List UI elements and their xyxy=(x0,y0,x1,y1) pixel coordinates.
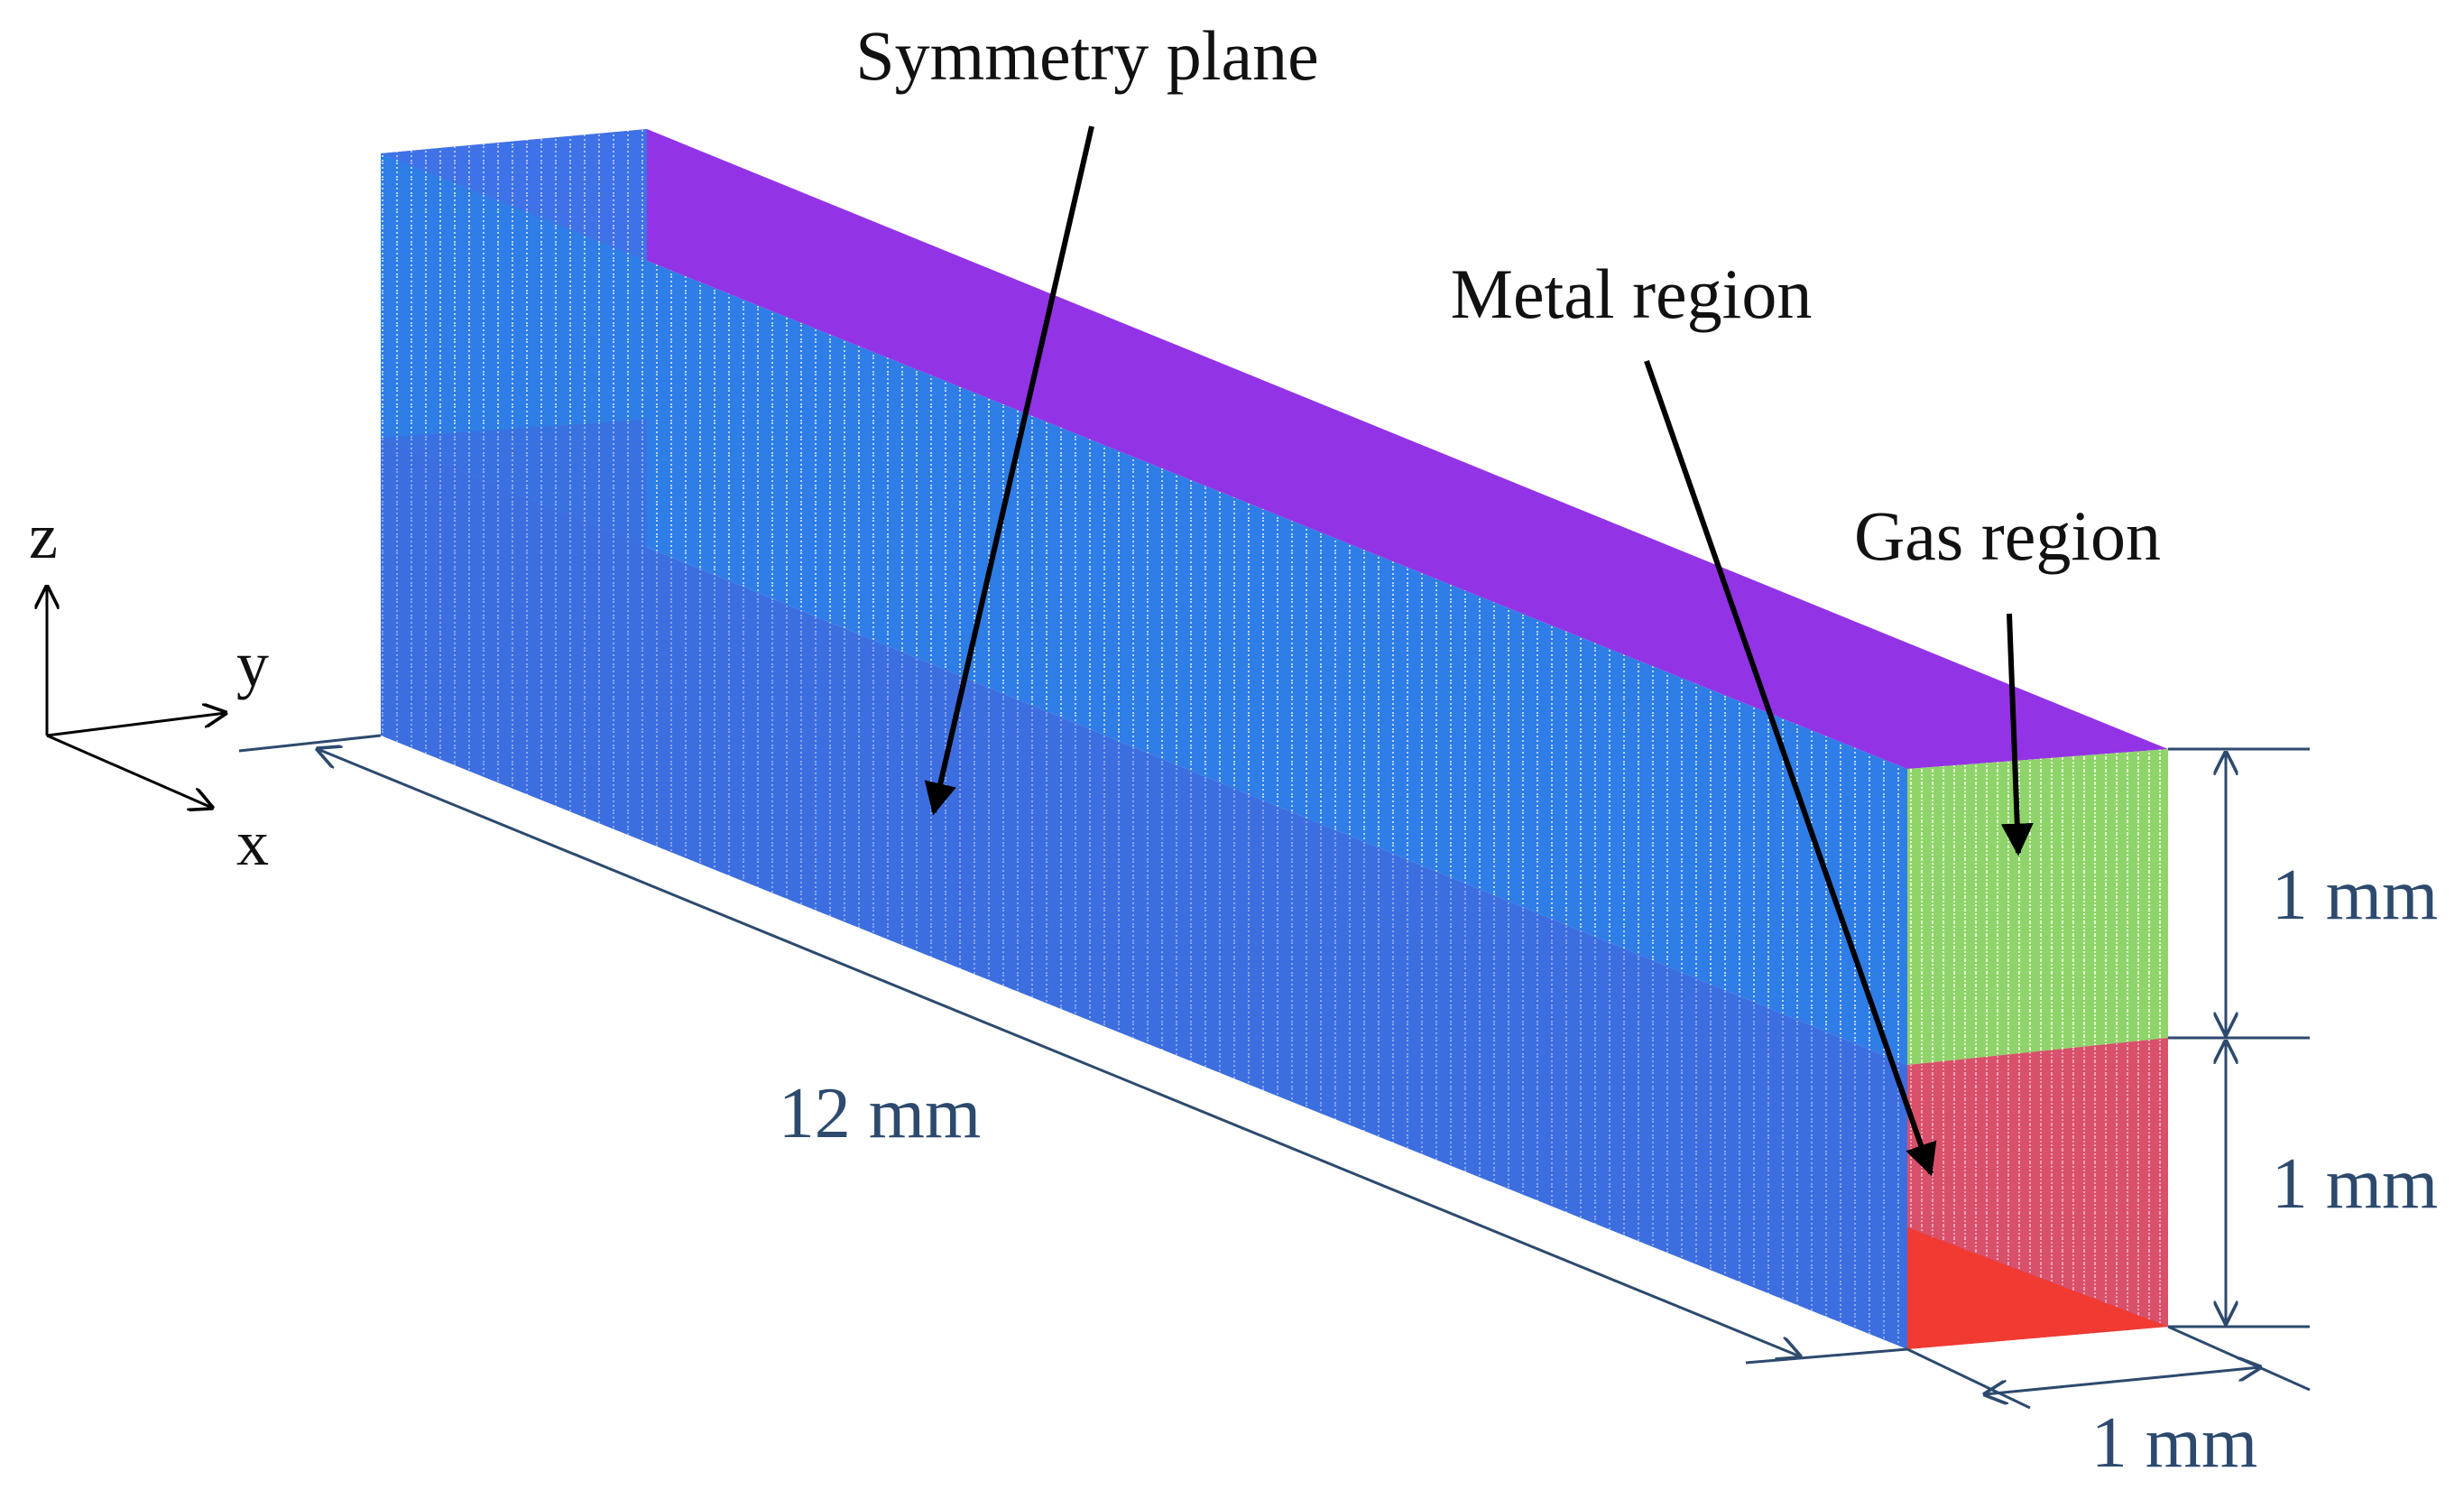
axis-label-z: z xyxy=(29,500,58,572)
length-label: 12 mm xyxy=(779,1074,981,1153)
back-band xyxy=(381,129,647,438)
symmetry-plane-arrow xyxy=(924,125,1094,816)
metal-region-arrow xyxy=(1644,360,1937,1177)
top-face xyxy=(381,129,2168,769)
back-band-lower xyxy=(381,420,647,736)
symmetry-plane-label: Symmetry plane xyxy=(855,16,1318,95)
callout-arrows xyxy=(924,125,2034,1177)
metal-bottom-face xyxy=(1907,1227,2168,1349)
length-dimension xyxy=(238,734,1908,1365)
gas-region-label: Gas region xyxy=(1854,496,2161,575)
end-face-gas xyxy=(1907,749,2168,1065)
metal-region-label: Metal region xyxy=(1451,255,1813,333)
axes-triad xyxy=(47,587,226,808)
height-dimension xyxy=(2168,747,2310,1328)
gas-height-label: 1 mm xyxy=(2272,856,2438,935)
axis-label-y: y xyxy=(236,628,269,700)
width-label: 1 mm xyxy=(2091,1403,2257,1483)
width-dimension xyxy=(1906,1325,2311,1410)
metal-height-label: 1 mm xyxy=(2272,1144,2438,1224)
gas-region-arrow xyxy=(2000,613,2034,856)
axis-label-x: x xyxy=(236,807,269,879)
